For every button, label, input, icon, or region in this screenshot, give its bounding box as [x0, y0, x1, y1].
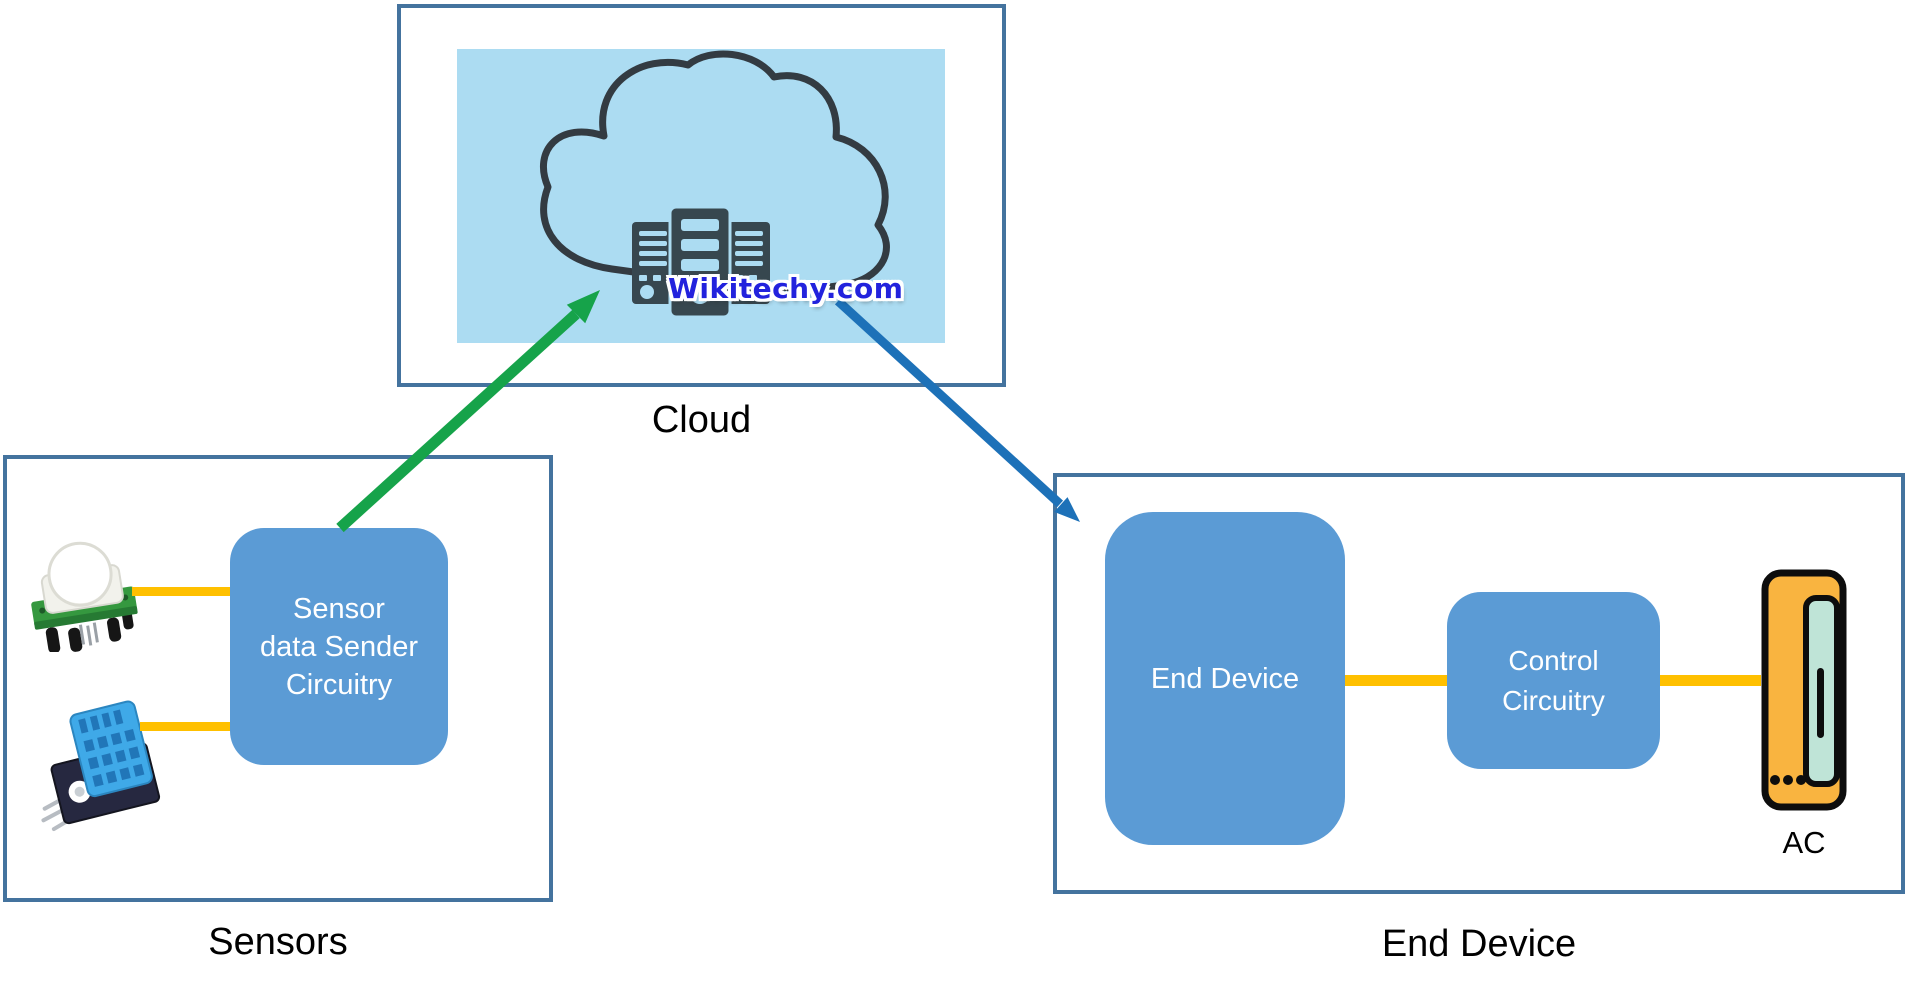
sensor-circuit-line-2: data Sender — [259, 630, 418, 663]
end-device-label: End Device — [1381, 923, 1577, 965]
cloud-label: Cloud — [651, 399, 752, 441]
connector-dht-to-circuit — [140, 722, 232, 731]
end-device-node: End Device — [1105, 512, 1345, 845]
sensor-circuit-line-3: Circuitry — [285, 668, 393, 701]
wikitechy-watermark: Wikitechy.com — [668, 272, 904, 305]
connector-enddevice-to-control — [1345, 675, 1447, 686]
ac-label: AC — [1782, 825, 1826, 860]
cloud-icon — [540, 50, 890, 319]
sensor-circuit-line-1: Sensor — [293, 592, 385, 625]
sensors-label: Sensors — [208, 921, 348, 963]
pir-motion-sensor-icon — [31, 541, 138, 652]
connector-control-to-ac — [1660, 675, 1761, 686]
connector-pir-to-circuit — [132, 587, 232, 596]
control-line-2: Circuitry — [1502, 684, 1605, 716]
air-conditioner-icon — [1761, 569, 1847, 811]
control-line-1: Control — [1508, 644, 1599, 676]
control-circuitry-node: Control Circuitry — [1447, 592, 1660, 769]
dht11-temperature-humidity-sensor-icon — [41, 700, 161, 832]
sensor-data-sender-circuitry-node: Sensor data Sender Circuitry — [230, 528, 448, 765]
server-rack-icon — [632, 205, 770, 319]
cloud-outline-icon — [540, 50, 890, 292]
end-device-node-label: End Device — [1150, 662, 1300, 695]
